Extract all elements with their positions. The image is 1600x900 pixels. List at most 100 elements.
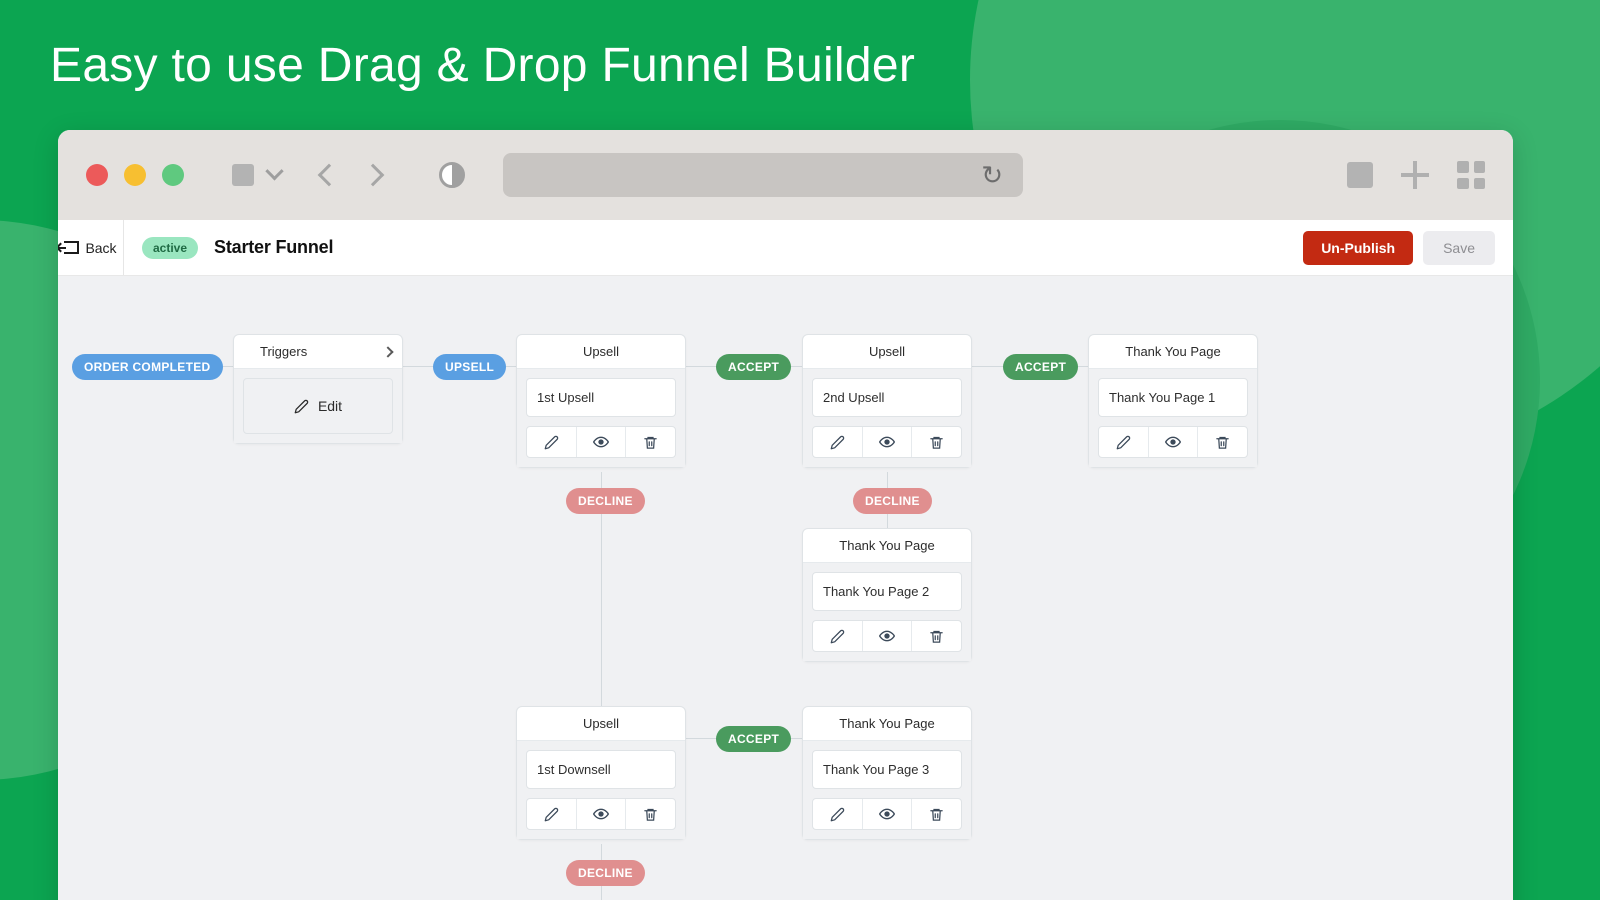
back-button-label: Back <box>85 239 117 256</box>
back-icon <box>58 241 80 254</box>
node-delete-button[interactable] <box>1197 427 1247 457</box>
pill-decline-3[interactable]: DECLINE <box>566 860 645 886</box>
pill-accept-1[interactable]: ACCEPT <box>716 354 792 380</box>
back-button[interactable]: Back <box>58 220 124 275</box>
pill-accept-3[interactable]: ACCEPT <box>716 726 792 752</box>
app-toolbar: Back active Starter Funnel Un-Publish Sa… <box>58 220 1513 276</box>
triggers-card-title: Triggers <box>260 344 308 359</box>
share-icon[interactable] <box>1347 162 1373 188</box>
node-name: Thank You Page 2 <box>812 572 962 611</box>
node-card-typ-1[interactable]: Thank You Page Thank You Page 1 <box>1088 334 1258 468</box>
node-edit-button[interactable] <box>1099 427 1148 457</box>
node-header: Upsell <box>803 335 971 369</box>
node-card-downsell-1[interactable]: Upsell 1st Downsell <box>516 706 686 840</box>
chevron-down-icon[interactable] <box>265 161 284 180</box>
node-preview-button[interactable] <box>575 427 626 457</box>
node-action-bar <box>812 798 962 830</box>
eye-icon <box>879 808 895 820</box>
node-name: Thank You Page 3 <box>812 750 962 789</box>
status-badge: active <box>142 236 199 259</box>
triggers-edit-label: Edit <box>317 398 343 414</box>
node-name: 1st Downsell <box>526 750 676 789</box>
node-header: Upsell <box>517 707 685 741</box>
triggers-edit-button[interactable]: Edit <box>243 378 393 434</box>
node-delete-button[interactable] <box>625 427 675 457</box>
node-header: Thank You Page <box>1089 335 1257 369</box>
node-header: Thank You Page <box>803 707 971 741</box>
pencil-icon <box>544 435 559 449</box>
node-edit-button[interactable] <box>813 799 862 829</box>
sidebar-icon[interactable] <box>232 164 254 186</box>
window-controls <box>86 164 184 186</box>
trash-icon <box>644 808 657 821</box>
pencil-icon <box>544 807 559 821</box>
node-preview-button[interactable] <box>861 621 912 651</box>
save-button[interactable]: Save <box>1423 230 1495 265</box>
node-delete-button[interactable] <box>911 799 961 829</box>
node-delete-button[interactable] <box>911 621 961 651</box>
funnel-canvas[interactable]: ORDER COMPLETED UPSELL ACCEPT ACCEPT ACC… <box>58 276 1513 900</box>
pill-upsell[interactable]: UPSELL <box>433 354 507 380</box>
triggers-card-body: Edit <box>234 369 402 443</box>
back-arrow-icon[interactable] <box>317 163 341 187</box>
hero-title: Easy to use Drag & Drop Funnel Builder <box>50 39 916 92</box>
node-card-upsell-1[interactable]: Upsell 1st Upsell <box>516 334 686 468</box>
node-delete-button[interactable] <box>911 427 961 457</box>
node-edit-button[interactable] <box>813 427 862 457</box>
node-action-bar <box>812 620 962 652</box>
reload-icon[interactable]: ↻ <box>981 160 1003 190</box>
pill-accept-2[interactable]: ACCEPT <box>1003 354 1079 380</box>
forward-arrow-icon[interactable] <box>361 163 385 187</box>
node-card-upsell-2[interactable]: Upsell 2nd Upsell <box>802 334 972 468</box>
node-action-bar <box>526 426 676 458</box>
node-delete-button[interactable] <box>625 799 675 829</box>
node-action-bar <box>526 798 676 830</box>
node-card-typ-3[interactable]: Thank You Page Thank You Page 3 <box>802 706 972 840</box>
node-edit-button[interactable] <box>527 799 576 829</box>
node-action-bar <box>812 426 962 458</box>
triggers-card[interactable]: Triggers Edit <box>233 334 403 444</box>
browser-chrome: ↻ <box>58 130 1513 220</box>
node-preview-button[interactable] <box>1147 427 1198 457</box>
trash-icon <box>930 436 943 449</box>
pencil-icon <box>830 435 845 449</box>
node-body: Thank You Page 3 <box>803 741 971 839</box>
eye-icon <box>593 436 609 448</box>
eye-icon <box>1165 436 1181 448</box>
node-edit-button[interactable] <box>813 621 862 651</box>
node-body: Thank You Page 1 <box>1089 369 1257 467</box>
trash-icon <box>1216 436 1229 449</box>
reader-contrast-icon[interactable] <box>439 162 465 188</box>
pencil-icon <box>830 807 845 821</box>
node-card-typ-2[interactable]: Thank You Page Thank You Page 2 <box>802 528 972 662</box>
browser-window: ↻ Back active Starter Funnel Un-Publish … <box>58 130 1513 900</box>
node-preview-button[interactable] <box>575 799 626 829</box>
pill-order-completed[interactable]: ORDER COMPLETED <box>72 354 223 380</box>
maximize-window-button[interactable] <box>162 164 184 186</box>
pill-decline-1[interactable]: DECLINE <box>566 488 645 514</box>
unpublish-button[interactable]: Un-Publish <box>1303 230 1414 265</box>
page-title: Starter Funnel <box>214 237 334 257</box>
pencil-icon <box>1116 435 1131 449</box>
node-preview-button[interactable] <box>861 799 912 829</box>
node-preview-button[interactable] <box>861 427 912 457</box>
node-header: Thank You Page <box>803 529 971 563</box>
pill-decline-2[interactable]: DECLINE <box>853 488 932 514</box>
chevron-right-icon[interactable] <box>382 345 394 358</box>
connector-line <box>601 472 602 722</box>
eye-icon <box>879 630 895 642</box>
pencil-icon <box>830 629 845 643</box>
node-name: 2nd Upsell <box>812 378 962 417</box>
plus-icon[interactable] <box>1401 161 1429 189</box>
trash-icon <box>930 808 943 821</box>
close-window-button[interactable] <box>86 164 108 186</box>
node-name: Thank You Page 1 <box>1098 378 1248 417</box>
eye-icon <box>593 808 609 820</box>
node-edit-button[interactable] <box>527 427 576 457</box>
node-body: 2nd Upsell <box>803 369 971 467</box>
trash-icon <box>644 436 657 449</box>
triggers-card-header: Triggers <box>234 335 402 369</box>
address-bar[interactable]: ↻ <box>503 153 1023 197</box>
minimize-window-button[interactable] <box>124 164 146 186</box>
tab-overview-icon[interactable] <box>1457 161 1485 189</box>
